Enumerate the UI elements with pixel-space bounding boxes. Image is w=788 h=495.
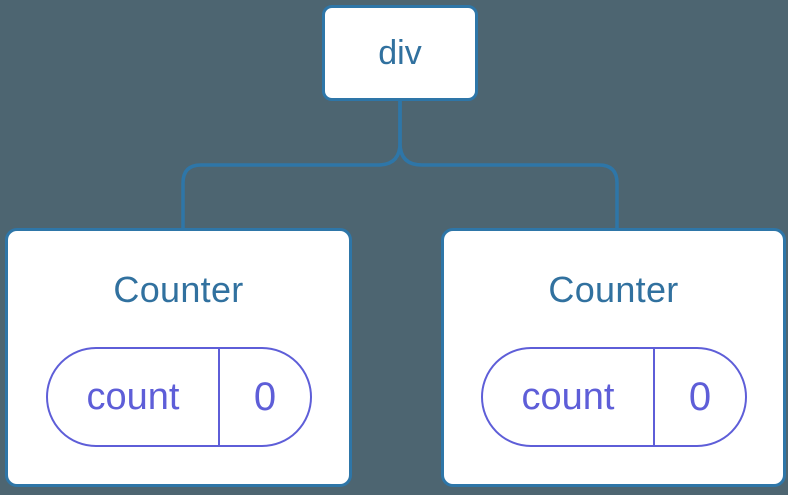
connector-left-branch: [181, 101, 402, 228]
state-pill: count 0: [45, 347, 312, 447]
root-node-label: div: [378, 33, 422, 72]
root-node: div: [322, 5, 478, 101]
state-key: count: [48, 349, 221, 445]
counter-title: Counter: [548, 269, 679, 310]
state-key: count: [483, 349, 656, 445]
state-pill: count 0: [480, 347, 747, 447]
connector-right-branch: [398, 101, 619, 228]
state-value: 0: [688, 374, 712, 419]
counter-title: Counter: [113, 269, 244, 310]
counter-card-right: Counter count 0: [441, 228, 786, 487]
counter-card-left: Counter count 0: [5, 228, 352, 487]
state-value: 0: [253, 374, 277, 419]
